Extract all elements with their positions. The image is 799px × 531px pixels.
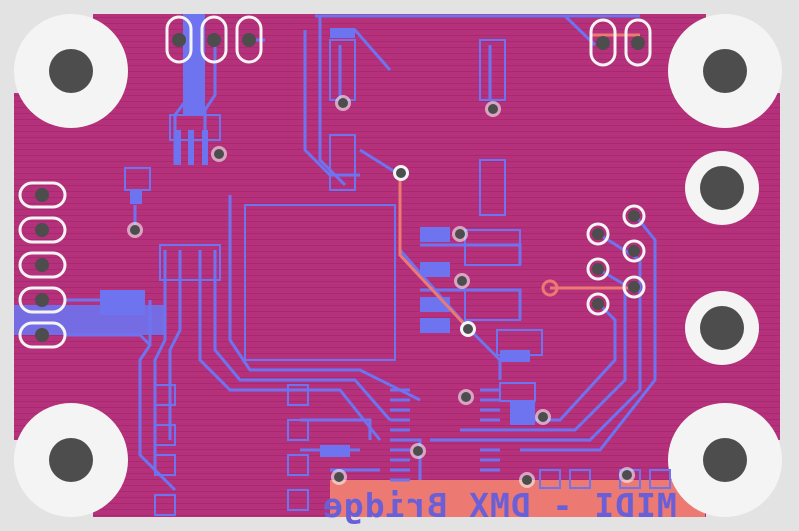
pad-l: [649, 469, 671, 489]
mounting-hole-top-right: [668, 14, 782, 128]
via: [410, 443, 426, 459]
pad-i: [539, 469, 561, 489]
pad-m: [499, 382, 536, 402]
front-copper-pour: [330, 480, 705, 517]
left-header-pin-2: [18, 216, 67, 244]
mounting-hole-bottom-right: [668, 403, 782, 517]
via: [458, 389, 474, 405]
via: [454, 273, 470, 289]
pad-j: [569, 469, 591, 489]
component-outlines: [124, 39, 671, 516]
board-outline: [14, 14, 780, 517]
midi-pin-7: [541, 279, 559, 297]
top-header-pin-3: [235, 15, 263, 64]
ic-footprint-u2: [464, 229, 521, 266]
side-connector-holes: [685, 151, 759, 365]
midi-pin-3: [622, 239, 646, 263]
resistor-r1: [329, 134, 356, 191]
pad-c: [154, 454, 176, 476]
via: [619, 467, 635, 483]
midi-connector-pins: [541, 204, 646, 316]
top-right-header: [589, 18, 652, 67]
via: [452, 226, 468, 242]
side-connector-hole-2: [685, 291, 759, 365]
via: [460, 321, 476, 337]
left-header-pin-1: [18, 181, 67, 209]
top-header: [165, 15, 263, 64]
via: [127, 222, 143, 238]
board-silkscreen-label: MIDI - DMX Bridge: [322, 486, 677, 525]
pad-f: [287, 419, 309, 441]
top-header-pin-2: [200, 15, 228, 64]
midi-pin-1: [622, 204, 646, 228]
left-header-pin-4: [18, 286, 67, 314]
pad-e: [287, 384, 309, 406]
main-mcu-chip: [244, 204, 396, 361]
pad-g: [287, 454, 309, 476]
top-right-header-pin-1: [589, 18, 617, 67]
vias: [127, 95, 635, 488]
via: [331, 469, 347, 485]
midi-pin-6: [586, 292, 610, 316]
mounting-holes: [14, 14, 782, 517]
side-connector-hole-1: [685, 151, 759, 225]
pad-b: [154, 424, 176, 446]
midi-pin-4: [586, 257, 610, 281]
mounting-hole-top-left: [14, 14, 128, 128]
pad-d: [154, 494, 176, 516]
mounting-hole-bottom-left: [14, 403, 128, 517]
capacitor-c2: [479, 39, 506, 101]
via: [335, 95, 351, 111]
top-right-header-pin-2: [624, 18, 652, 67]
regulator-footprint: [169, 114, 221, 141]
transistor-q1: [159, 244, 221, 281]
resistor-r2: [479, 159, 506, 216]
via: [393, 165, 409, 181]
top-header-trace-pad: [183, 14, 205, 114]
capacitor-c3: [124, 167, 151, 191]
via: [535, 409, 551, 425]
capacitor-c4: [496, 329, 543, 356]
left-header: [18, 181, 67, 349]
via: [519, 472, 535, 488]
pad-h: [287, 489, 309, 511]
left-header-pin-3: [18, 251, 67, 279]
midi-pin-5: [622, 275, 646, 299]
left-header-pin-5: [18, 321, 67, 349]
via: [211, 146, 227, 162]
top-header-pin-1: [165, 15, 193, 64]
ic-footprint-u3: [464, 289, 521, 321]
midi-pin-2: [586, 222, 610, 246]
pad-a: [154, 384, 176, 406]
via: [485, 101, 501, 117]
